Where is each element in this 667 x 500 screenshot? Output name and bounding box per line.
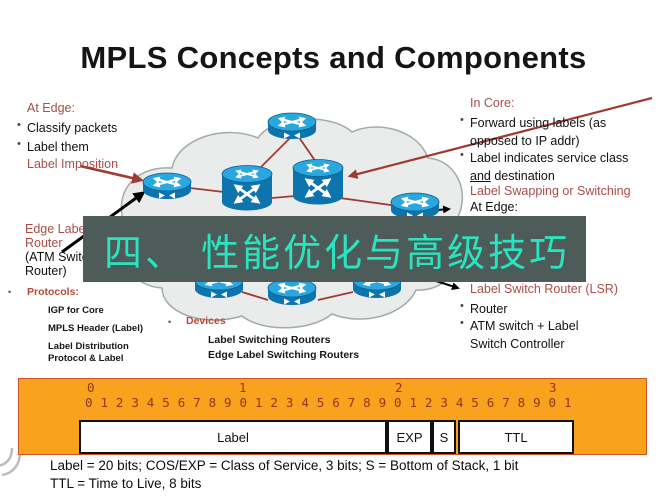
protocols-heading: Protocols: [27, 286, 79, 298]
router-icon-left-edge [143, 173, 191, 199]
router-icon-bottom-center [268, 279, 316, 305]
bit-tens-2: 2 [395, 380, 403, 395]
mpls-header-bar: 0 1 2 3 0 1 2 3 4 5 6 7 8 9 0 1 2 3 4 5 … [18, 378, 647, 455]
bullet-icon: • [8, 287, 12, 297]
lsr-pointer-arrow [435, 280, 460, 290]
label-imposition-arrow [79, 164, 144, 184]
bullet-icon: • [460, 114, 464, 126]
in-core-pointer-line [347, 96, 653, 179]
field-s: S [432, 420, 456, 454]
devices-item-lsr: Label Switching Routers [208, 334, 331, 346]
field-ttl: TTL [458, 420, 574, 454]
bullet-icon: • [460, 300, 464, 312]
slide-title: MPLS Concepts and Components [80, 40, 587, 75]
footnote-line1: Label = 20 bits; COS/EXP = Class of Serv… [50, 458, 519, 473]
label-imposition-caption: Label Imposition [27, 157, 119, 171]
bit-tens-3: 3 [549, 380, 557, 395]
underlined-and: and [470, 169, 491, 183]
bullet-label-them: • Label them [17, 138, 89, 154]
field-label: Label [79, 420, 387, 454]
chapter-banner: 四、 性能优化与高级技巧 [83, 216, 586, 282]
field-exp: EXP [387, 420, 432, 454]
protocol-item-igp: IGP for Core [48, 305, 104, 316]
at-edge-heading-right: At Edge: [470, 200, 518, 214]
atm-switch-icon-center-left [222, 166, 272, 211]
bullet-icon: • [17, 119, 21, 131]
bullet-classify-packets: • Classify packets [17, 119, 118, 135]
devices-heading: Devices [186, 315, 226, 327]
protocol-item-mpls-header: MPLS Header (Label) [48, 323, 144, 334]
corner-swirl-decoration [0, 447, 22, 477]
protocol-item-ldp: Label Distribution Protocol & Label [48, 341, 129, 364]
chapter-banner-text: 四、 性能优化与高级技巧 [104, 230, 571, 275]
footnote-line2: TTL = Time to Live, 8 bits [50, 476, 202, 491]
devices-item-edge-lsr: Edge Label Switching Routers [208, 349, 360, 361]
lsr-heading: Label Switch Router (LSR) [470, 282, 618, 296]
bullet-label-indicates: • Label indicates service class and dest… [460, 149, 629, 183]
in-core-heading: In Core: [470, 96, 515, 110]
bullet-router: • Router [460, 300, 508, 316]
bullet-icon: • [17, 138, 21, 150]
label-swapping-caption: Label Swapping or Switching [470, 184, 631, 198]
router-icon-top [268, 113, 316, 139]
bullet-icon: • [460, 317, 464, 329]
bit-tens-1: 1 [239, 380, 247, 395]
bullet-atm-switch: • ATM switch + Label Switch Controller [460, 317, 579, 351]
bullet-forward-labels: • Forward using labels (as opposed to IP… [460, 114, 607, 148]
bit-ruler: 0 1 2 3 4 5 6 7 8 9 0 1 2 3 4 5 6 7 8 9 … [85, 395, 572, 410]
bullet-icon: • [460, 149, 464, 161]
atm-switch-icon-center-right [293, 160, 343, 205]
bullet-icon: • [168, 317, 172, 327]
at-edge-heading-left: At Edge: [27, 101, 75, 115]
bit-tens-0: 0 [87, 380, 95, 395]
